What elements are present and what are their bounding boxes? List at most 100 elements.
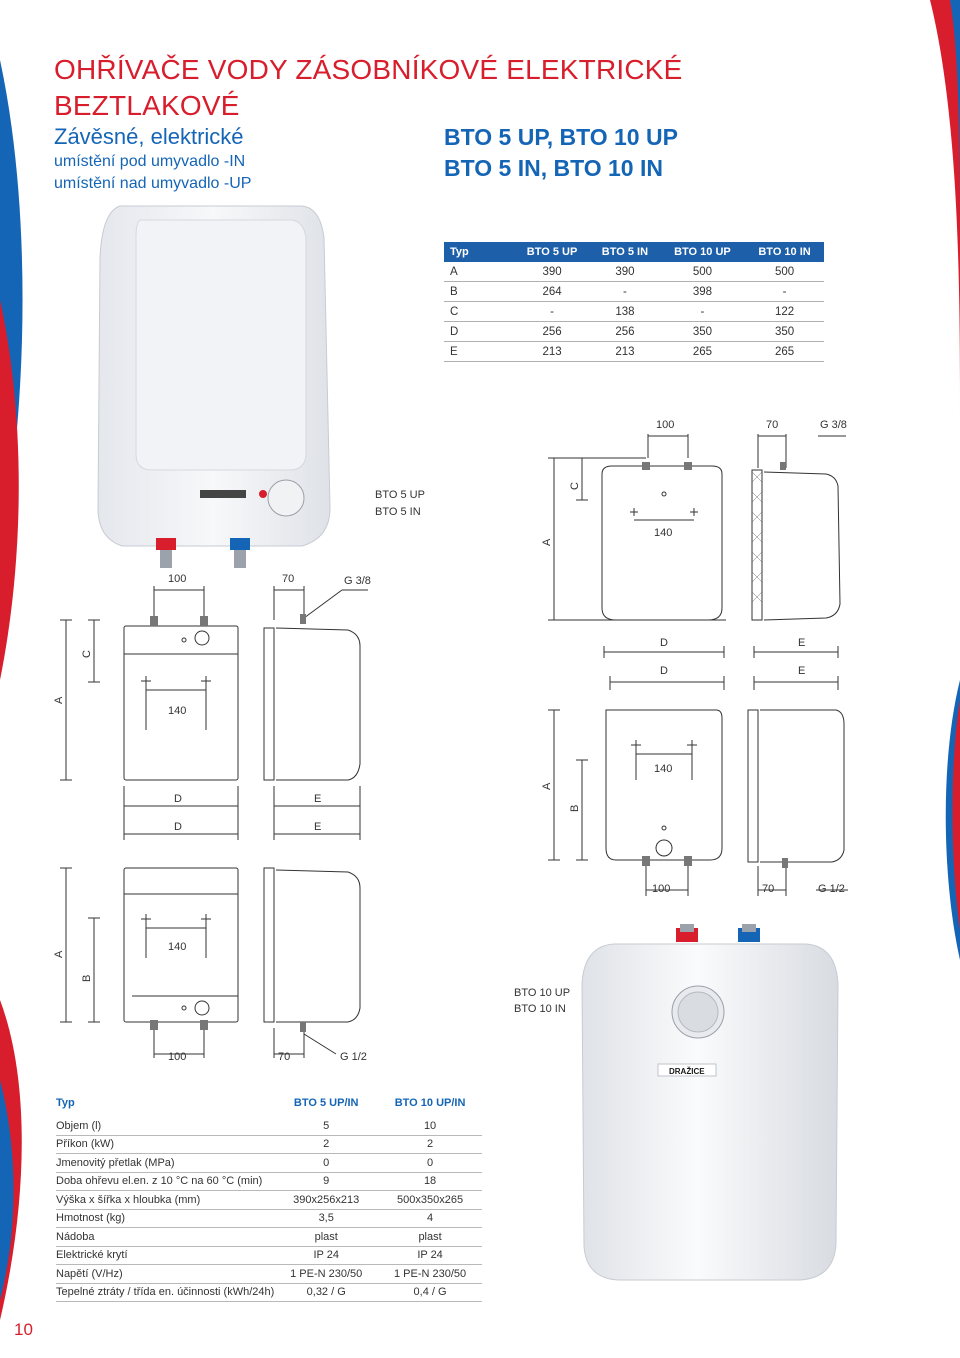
table-cell: Nádoba: [56, 1227, 275, 1247]
thread-38-label: G 3/8: [820, 419, 847, 431]
dim-70-label: 70: [278, 1051, 291, 1063]
large-heater-photo: DRAŽICE: [581, 924, 839, 1281]
letter-d: D: [660, 665, 668, 677]
dim-140-label: 140: [168, 941, 186, 953]
letter-e: E: [314, 821, 321, 833]
letter-c: C: [569, 482, 581, 490]
table-cell: 265: [745, 341, 824, 362]
dim-100-label: 100: [656, 419, 674, 431]
letter-e: E: [798, 665, 805, 677]
table-cell: -: [590, 281, 660, 302]
drawing-bto5-in: 100 70 G 3/8 140 A C D E D E: [53, 573, 371, 840]
dimension-table: Typ BTO 5 UP BTO 5 IN BTO 10 UP BTO 10 I…: [444, 242, 824, 362]
table-cell: 3,5: [274, 1209, 379, 1228]
dim-140-label: 140: [654, 763, 672, 775]
table-cell: C: [444, 301, 514, 322]
drawing-bto5-up: 100 70 G 3/8 140 A C: [541, 419, 847, 621]
table-cell: 9: [274, 1172, 379, 1191]
dim-header-col: BTO 10 UP: [659, 242, 746, 262]
drawing-bto5-up-de: D E D E: [603, 637, 839, 690]
brand-logo-text: DRAŽICE: [669, 1067, 705, 1076]
page-title: OHŘÍVAČE VODY ZÁSOBNÍKOVÉ ELEKTRICKÉ BEZ…: [54, 52, 683, 124]
table-cell: 0,32 / G: [274, 1283, 379, 1302]
table-cell: 1 PE-N 230/50: [378, 1264, 482, 1284]
small-label-2: BTO 5 IN: [375, 506, 421, 518]
table-cell: 390: [514, 261, 591, 282]
table-cell: -: [659, 301, 746, 322]
letter-a: A: [53, 696, 65, 704]
table-cell: Výška x šířka x hloubka (mm): [56, 1190, 275, 1210]
table-cell: 5: [274, 1117, 379, 1136]
table-cell: 265: [659, 341, 746, 362]
table-cell: 2: [274, 1135, 379, 1154]
table-row: E 213 213 265 265: [444, 341, 824, 362]
table-cell: Příkon (kW): [56, 1135, 275, 1154]
table-cell: 213: [514, 341, 591, 362]
dim-140-label: 140: [654, 527, 672, 539]
dim-header-col: BTO 10 IN: [745, 242, 824, 262]
spec-header-col: BTO 5 UP/IN: [293, 1096, 359, 1109]
table-cell: D: [444, 321, 514, 342]
table-cell: 390: [590, 261, 660, 282]
table-cell: Napětí (V/Hz): [56, 1264, 275, 1284]
table-cell: 500x350x265: [378, 1190, 482, 1210]
table-cell: 0: [378, 1153, 482, 1173]
dim-100-label: 100: [168, 1051, 187, 1063]
letter-a: A: [53, 950, 65, 958]
table-cell: Doba ohřevu el.en. z 10 °C na 60 °C (min…: [56, 1172, 275, 1191]
placement-up: umístění nad umyvadlo -UP: [54, 175, 252, 192]
table-cell: 256: [590, 321, 660, 342]
letter-d: D: [660, 637, 668, 649]
table-cell: B: [444, 281, 514, 302]
letter-e: E: [798, 637, 805, 649]
models-line-2: BTO 5 IN, BTO 10 IN: [444, 155, 663, 181]
letter-c: C: [81, 650, 93, 658]
table-cell: 350: [745, 321, 824, 342]
table-cell: 390x256x213: [274, 1190, 379, 1210]
placement-in: umístění pod umyvadlo -IN: [54, 153, 246, 170]
table-cell: IP 24: [378, 1246, 482, 1265]
dim-header-typ: Typ: [444, 242, 514, 262]
table-cell: plast: [378, 1227, 482, 1247]
table-cell: 122: [745, 301, 824, 322]
thread-12-label: G 1/2: [340, 1051, 367, 1063]
dim-70-label: 70: [762, 883, 775, 895]
dim-70-label: 70: [766, 419, 778, 431]
table-cell: Objem (l): [56, 1117, 275, 1136]
table-cell: 256: [514, 321, 591, 342]
subtitle: Závěsné, elektrické: [54, 124, 244, 149]
small-label-1: BTO 5 UP: [375, 489, 425, 501]
page-number: 10: [14, 1320, 33, 1339]
table-row: D 256 256 350 350: [444, 321, 824, 342]
title-line-2: BEZTLAKOVÉ: [54, 90, 240, 121]
spec-header-col: BTO 10 UP/IN: [394, 1096, 466, 1109]
table-cell: 4: [378, 1209, 482, 1228]
table-cell: 264: [514, 281, 591, 302]
thread-38-label: G 3/8: [344, 575, 371, 587]
drawing-bto10-in: 140 A B: [53, 867, 361, 1058]
spec-table-header: Typ BTO 5 UP/IN BTO 10 UP/IN: [56, 1094, 482, 1111]
table-row: C - 138 - 122: [444, 301, 824, 322]
title-line-1: OHŘÍVAČE VODY ZÁSOBNÍKOVÉ ELEKTRICKÉ: [54, 54, 683, 85]
table-cell: 500: [659, 261, 746, 282]
drawing-bto10-up: 140 A B: [541, 709, 848, 896]
small-heater-photo: [97, 205, 331, 568]
spec-header-typ: Typ: [56, 1096, 75, 1109]
dim-140-label: 140: [168, 705, 186, 717]
table-cell: 500: [745, 261, 824, 282]
large-label-2: BTO 10 IN: [514, 1003, 566, 1015]
table-cell: 0: [274, 1153, 379, 1173]
table-cell: Tepelné ztráty / třída en. účinnosti (kW…: [56, 1283, 275, 1302]
thread-12-label: G 1/2: [818, 883, 845, 895]
table-cell: 10: [378, 1117, 482, 1136]
models-line-1: BTO 5 UP, BTO 10 UP: [444, 124, 678, 150]
table-cell: 1 PE-N 230/50: [274, 1264, 379, 1284]
dim-70-label: 70: [282, 573, 294, 585]
